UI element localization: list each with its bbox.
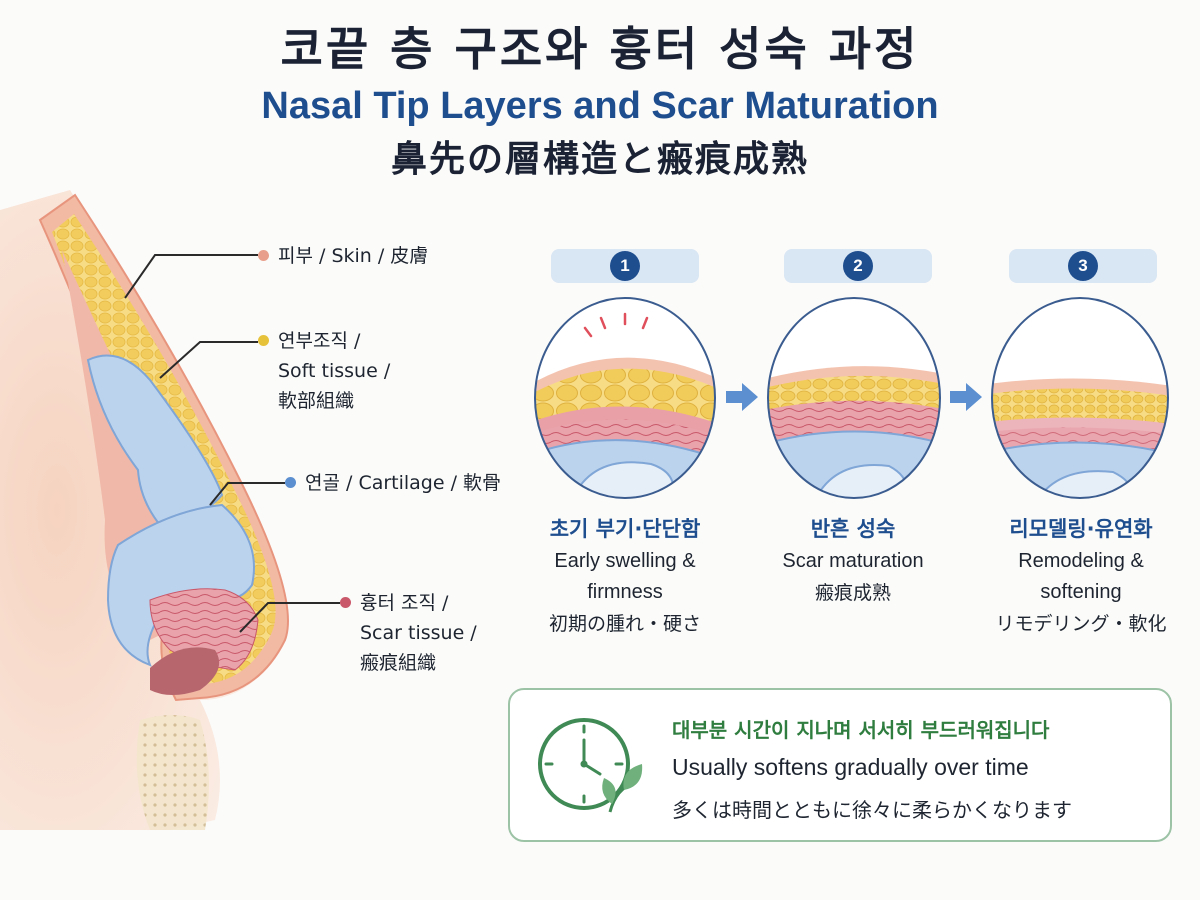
stage-3-number: 3 <box>1068 251 1098 281</box>
stage-3-caption: 리모델링·유연화 Remodeling & softening リモデリング・軟… <box>995 517 1167 635</box>
bone <box>136 715 209 830</box>
leader-soft-tissue <box>159 341 258 379</box>
stage-1-illustration <box>534 297 716 499</box>
label-cartilage: 연골 / Cartilage / 軟骨 <box>285 468 501 498</box>
title-english: Nasal Tip Layers and Scar Maturation <box>261 85 939 127</box>
note-japanese: 多くは時間とともに徐々に柔らかくなります <box>672 798 1072 822</box>
note-english: Usually softens gradually over time <box>672 754 1029 780</box>
nose-cross-section <box>0 190 340 830</box>
stage-1-number: 1 <box>610 251 640 281</box>
leader-skin <box>124 254 258 299</box>
stage-2-caption: 반흔 성숙 Scar maturation 瘢痕成熟 <box>782 517 924 604</box>
clock-leaf-icon <box>538 718 643 813</box>
cartilage-color-dot <box>285 477 296 488</box>
arrow-right-icon <box>726 383 758 411</box>
title-block: 코끝 층 구조와 흉터 성숙 과정 Nasal Tip Layers and S… <box>0 18 1200 188</box>
arrow-right-icon <box>950 383 982 411</box>
skin-color-dot <box>258 250 269 261</box>
label-scar-tissue: 흉터 조직 / Scar tissue / 瘢痕組織 <box>340 588 477 678</box>
stage-1-caption: 초기 부기·단단함 Early swelling & firmness 初期の腫… <box>548 517 701 635</box>
summary-note-box: 대부분 시간이 지나며 서서히 부드러워집니다 Usually softens … <box>508 688 1172 842</box>
title-japanese: 鼻先の層構造と瘢痕成熟 <box>390 139 809 180</box>
label-soft-tissue: 연부조직 / Soft tissue / 軟部組織 <box>258 326 390 416</box>
leader-cartilage <box>209 482 285 506</box>
leader-scar <box>239 602 340 633</box>
stage-3-illustration <box>991 297 1169 499</box>
nostril <box>150 647 220 695</box>
label-skin: 피부 / Skin / 皮膚 <box>258 241 428 271</box>
stage-2-illustration <box>767 297 941 499</box>
scar-tissue <box>149 588 259 671</box>
note-korean: 대부분 시간이 지나며 서서히 부드러워집니다 <box>672 718 1050 742</box>
soft-tissue-color-dot <box>258 335 269 346</box>
stage-2-number: 2 <box>843 251 873 281</box>
title-korean: 코끝 층 구조와 흉터 성숙 과정 <box>280 22 920 76</box>
swelling-marks-icon <box>583 312 649 338</box>
scar-color-dot <box>340 597 351 608</box>
